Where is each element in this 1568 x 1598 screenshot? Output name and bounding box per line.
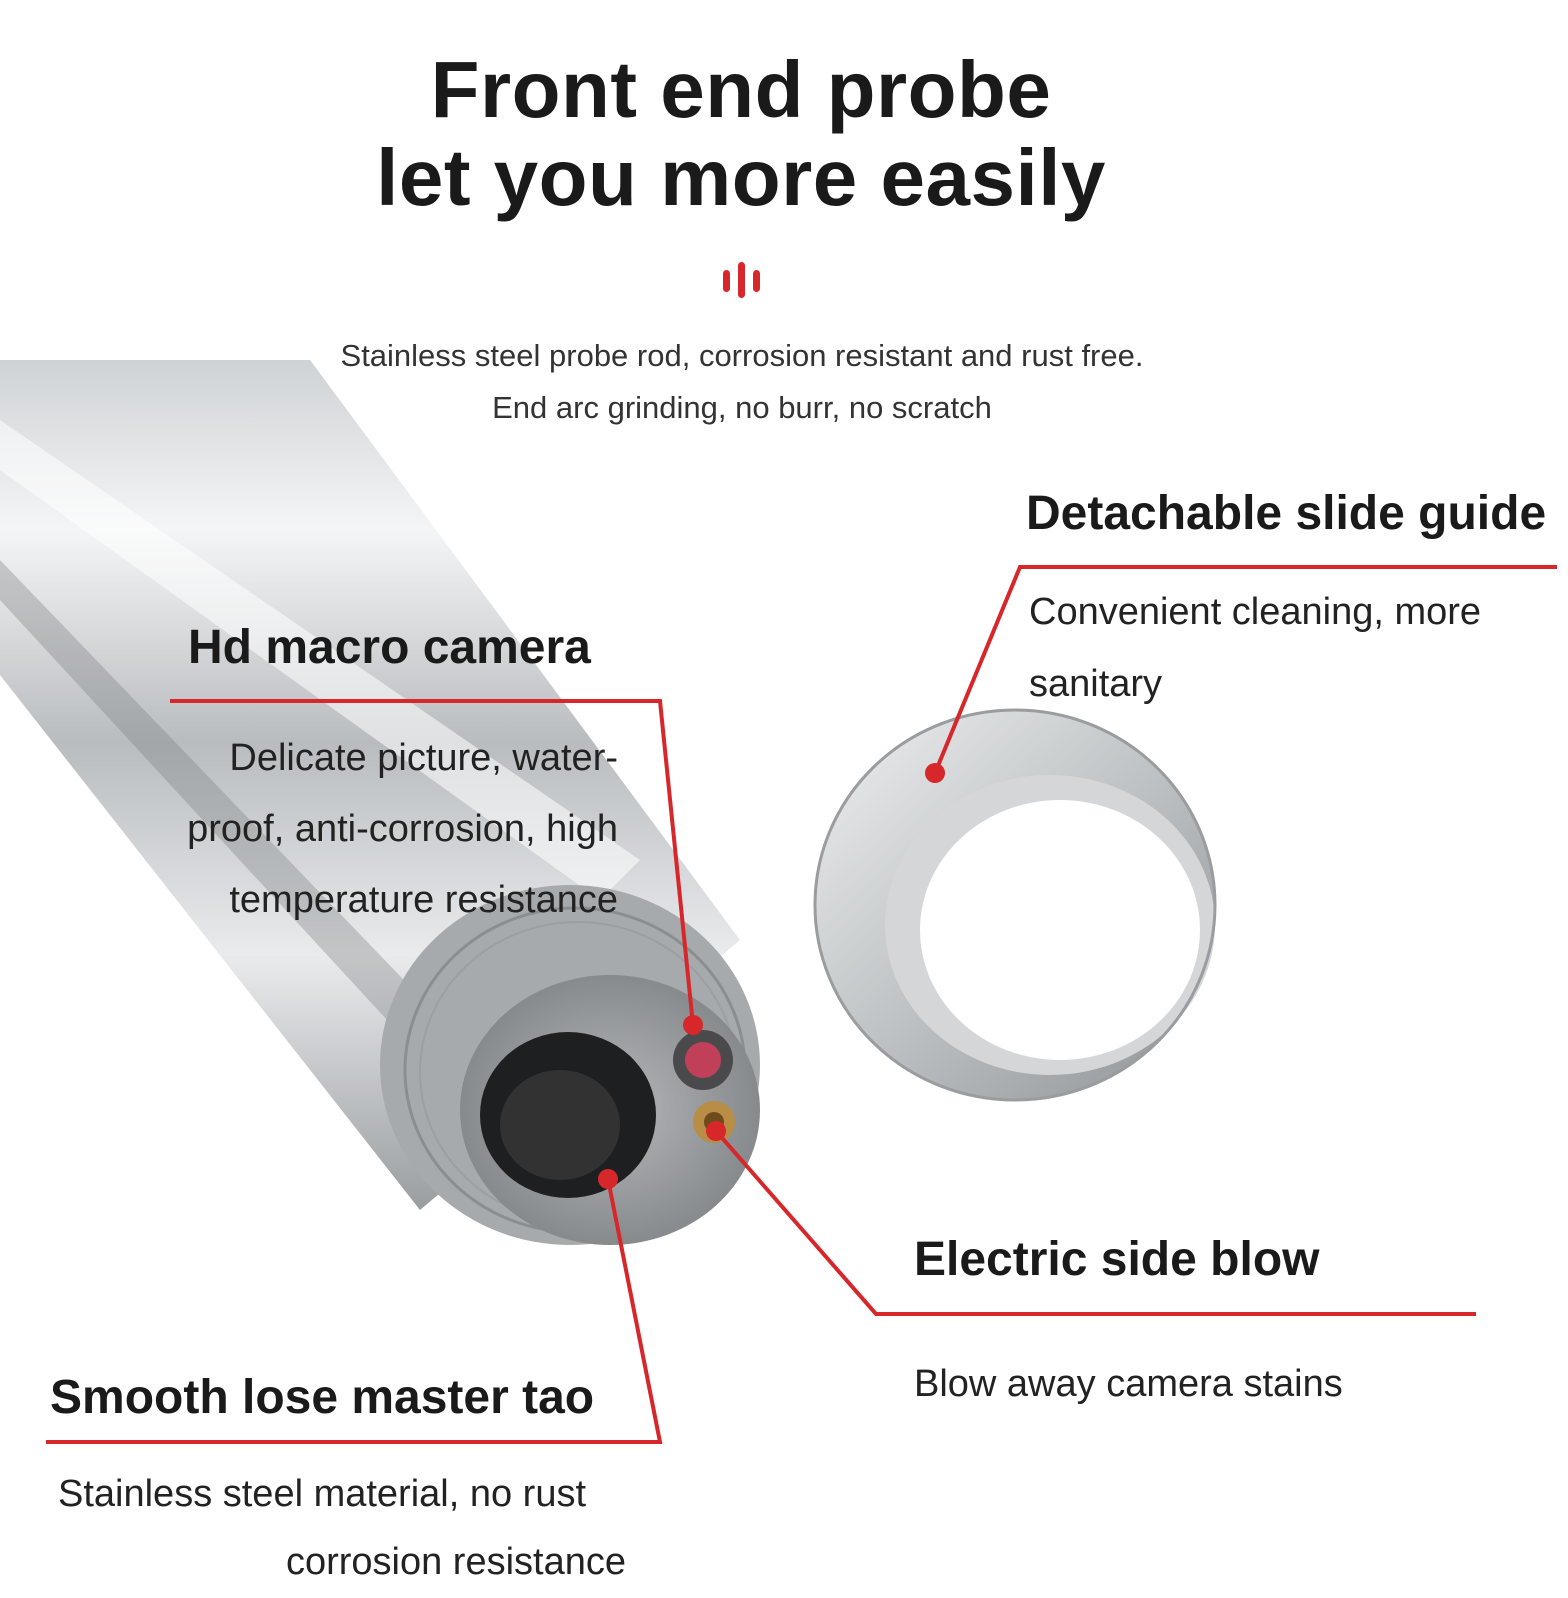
feature-text-master-tao-2: corrosion resistance — [285, 1541, 626, 1583]
slide-guide-ring — [813, 708, 1217, 1102]
feature-text-slide-guide-2: sanitary — [1029, 663, 1163, 705]
feature-text-camera-3: temperature resistance — [229, 879, 618, 921]
feature-text-master-tao-1: Stainless steel material, no rust — [58, 1473, 587, 1515]
leader-lines — [46, 565, 1557, 1444]
subtitle-line2: End arc grinding, no burr, no scratch — [492, 390, 992, 425]
subtitle-line1: Stainless steel probe rod, corrosion res… — [340, 338, 1144, 373]
feature-text-camera-2: proof, anti-corrosion, high — [187, 808, 618, 850]
feature-text-side-blow: Blow away camera stains — [914, 1363, 1343, 1405]
feature-text-camera-1: Delicate picture, water- — [229, 737, 618, 779]
page-title-line2: let you more easily — [376, 133, 1106, 222]
feature-title-camera: Hd macro camera — [188, 621, 591, 674]
leader-dots — [598, 763, 945, 1189]
feature-title-master-tao: Smooth lose master tao — [50, 1371, 595, 1424]
feature-title-side-blow: Electric side blow — [914, 1233, 1320, 1286]
feature-title-slide-guide: Detachable slide guide — [1026, 487, 1547, 540]
page-title-line1: Front end probe — [430, 45, 1052, 134]
probe-end-face — [460, 975, 760, 1245]
feature-text-slide-guide-1: Convenient cleaning, more — [1029, 591, 1482, 633]
